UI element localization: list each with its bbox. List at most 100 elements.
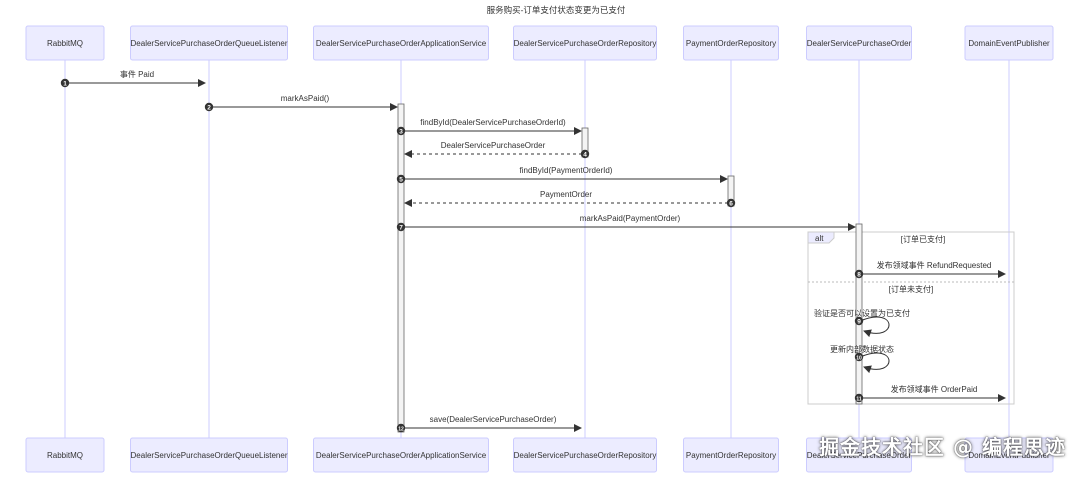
participant-box bbox=[313, 437, 489, 473]
lifelines bbox=[64, 60, 1010, 438]
participant-label: DealerServicePurchaseOrderQueueListener bbox=[131, 451, 288, 460]
sequence-number-badge bbox=[60, 78, 70, 88]
participant-box bbox=[964, 437, 1054, 473]
diagram-title: 服务购买-订单支付状态变更为已支付 bbox=[487, 5, 626, 15]
activation-bar-0 bbox=[397, 103, 405, 433]
message-arrow bbox=[859, 352, 890, 374]
participant-box bbox=[313, 25, 489, 61]
participant-box bbox=[513, 25, 657, 61]
participant-top-4: PaymentOrderRepository bbox=[683, 25, 779, 61]
participant-top-6: DomainEventPublisher bbox=[964, 25, 1054, 61]
participant-box bbox=[25, 25, 105, 61]
participant-label: DealerServicePurchaseOrderRepository bbox=[514, 39, 657, 48]
alt-frame: alt [订单已支付] [订单未支付] bbox=[807, 231, 1015, 405]
participant-label: DomainEventPublisher bbox=[968, 39, 1050, 48]
participant-top-5: DealerServicePurchaseOrder bbox=[806, 25, 912, 61]
sequence-number-badge bbox=[580, 149, 590, 159]
participant-box bbox=[683, 25, 779, 61]
sequence-number: 11 bbox=[856, 396, 862, 402]
participant-bottom-5: DealerServicePurchaseOrder bbox=[806, 437, 912, 473]
message-8: 发布领域事件 RefundRequested 8 bbox=[854, 260, 1006, 279]
sequence-number: 8 bbox=[857, 271, 861, 278]
participant-label: DealerServicePurchaseOrder bbox=[807, 451, 912, 460]
sequence-number: 3 bbox=[399, 128, 403, 135]
sequence-number: 1 bbox=[63, 80, 67, 87]
participant-bottom-4: PaymentOrderRepository bbox=[683, 437, 779, 473]
participant-top-3: DealerServicePurchaseOrderRepository bbox=[513, 25, 657, 61]
sequence-number-badge bbox=[396, 222, 406, 232]
message-label: findById(DealerServicePurchaseOrderId) bbox=[420, 118, 566, 127]
participant-box bbox=[683, 437, 779, 473]
sequence-number: 5 bbox=[399, 176, 403, 183]
participant-box bbox=[964, 25, 1054, 61]
participant-label: DealerServicePurchaseOrderApplicationSer… bbox=[316, 451, 487, 460]
message-label: findById(PaymentOrderId) bbox=[520, 166, 613, 175]
sequence-number-badge bbox=[726, 198, 736, 208]
sequence-number-badge bbox=[396, 174, 406, 184]
participant-top-1: DealerServicePurchaseOrderQueueListener bbox=[130, 25, 288, 61]
participant-label: DealerServicePurchaseOrderApplicationSer… bbox=[316, 39, 487, 48]
message-4: DealerServicePurchaseOrder 4 bbox=[404, 141, 590, 159]
participant-top-0: RabbitMQ bbox=[25, 25, 105, 61]
alt-keyword-tab bbox=[807, 231, 835, 244]
participant-bottom-2: DealerServicePurchaseOrderApplicationSer… bbox=[313, 437, 489, 473]
message-7: markAsPaid(PaymentOrder) 7 bbox=[396, 214, 856, 232]
participant-box bbox=[513, 437, 657, 473]
sequence-number: 9 bbox=[857, 318, 861, 325]
participant-box bbox=[130, 437, 288, 473]
alt-branch-1-condition: [订单已支付] bbox=[901, 234, 945, 244]
message-label: 更新内部数据状态 bbox=[830, 344, 894, 354]
message-label: markAsPaid(PaymentOrder) bbox=[580, 214, 681, 223]
message-5: findById(PaymentOrderId) 5 bbox=[396, 166, 728, 184]
message-label: 发布领域事件 RefundRequested bbox=[877, 260, 992, 270]
participant-label: PaymentOrderRepository bbox=[686, 451, 776, 460]
participant-box bbox=[806, 25, 912, 61]
participant-label: DealerServicePurchaseOrder bbox=[807, 39, 912, 48]
alt-branch-2-condition: [订单未支付] bbox=[889, 284, 933, 294]
message-2: markAsPaid() 2 bbox=[204, 94, 398, 112]
participant-box bbox=[130, 25, 288, 61]
sequence-number: 7 bbox=[399, 224, 403, 231]
participant-label: DomainEventPublisher bbox=[968, 451, 1050, 460]
participant-label: PaymentOrderRepository bbox=[686, 39, 776, 48]
participant-bottom-1: DealerServicePurchaseOrderQueueListener bbox=[130, 437, 288, 473]
sequence-number-badge bbox=[854, 316, 864, 326]
sequence-number-badge bbox=[396, 126, 406, 136]
actors: RabbitMQ RabbitMQ DealerServicePurchaseOrd… bbox=[25, 25, 1054, 473]
sequence-number-badge bbox=[854, 393, 864, 403]
message-label: save(DealerServicePurchaseOrder) bbox=[430, 415, 557, 424]
participant-top-2: DealerServicePurchaseOrderApplicationSer… bbox=[313, 25, 489, 61]
participant-bottom-0: RabbitMQ bbox=[25, 437, 105, 473]
message-3: findById(DealerServicePurchaseOrderId) 3 bbox=[396, 118, 582, 136]
participant-bottom-3: DealerServicePurchaseOrderRepository bbox=[513, 437, 657, 473]
participant-bottom-6: DomainEventPublisher bbox=[964, 437, 1054, 473]
message-arrow bbox=[859, 316, 890, 338]
watermark: 掘金技术社区 @ 编程思迹 bbox=[819, 435, 1066, 459]
activation-bar-3 bbox=[855, 223, 863, 405]
message-12: save(DealerServicePurchaseOrder)12 bbox=[396, 415, 582, 433]
sequence-number: 2 bbox=[207, 104, 211, 111]
message-label: DealerServicePurchaseOrder bbox=[441, 141, 546, 150]
message-label: markAsPaid() bbox=[281, 94, 330, 103]
sequence-number-badge bbox=[204, 102, 214, 112]
sequence-number-badge bbox=[854, 352, 864, 362]
sequence-number-badge bbox=[396, 423, 406, 433]
alt-frame-box bbox=[807, 231, 1015, 405]
sequence-number: 4 bbox=[583, 151, 587, 158]
participant-label: DealerServicePurchaseOrderQueueListener bbox=[131, 39, 288, 48]
message-label: PaymentOrder bbox=[540, 190, 592, 199]
sequence-number-badge bbox=[854, 269, 864, 279]
activations bbox=[397, 103, 863, 433]
alt-keyword: alt bbox=[815, 234, 824, 243]
participant-box bbox=[25, 437, 105, 473]
message-label: 验证是否可以设置为已支付 bbox=[814, 308, 910, 318]
participant-label: DealerServicePurchaseOrderRepository bbox=[514, 451, 657, 460]
message-label: 发布领域事件 OrderPaid bbox=[891, 384, 978, 394]
participant-label: RabbitMQ bbox=[47, 451, 83, 460]
